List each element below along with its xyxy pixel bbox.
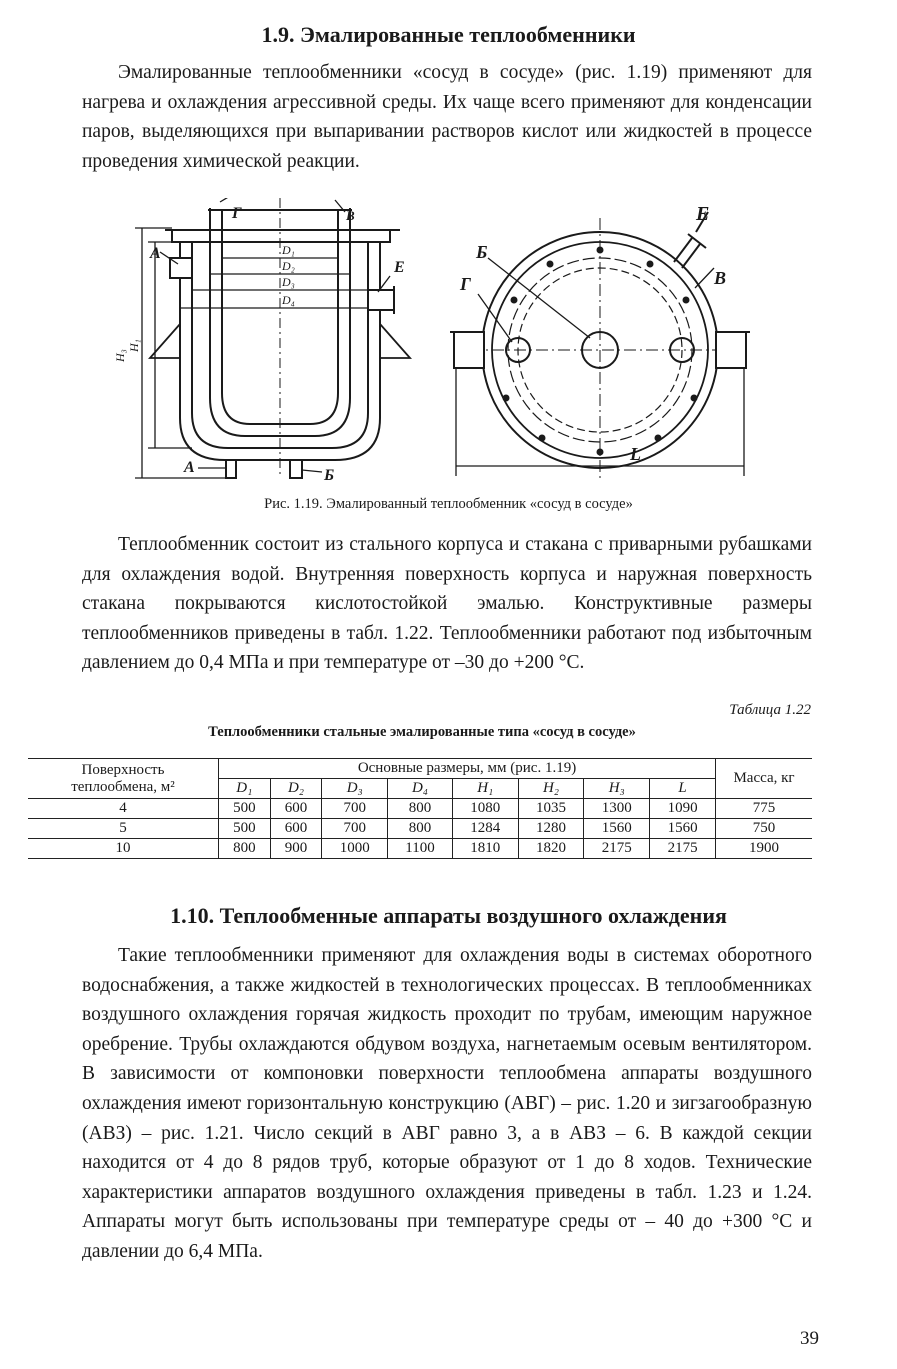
subheader-D4: D₄ xyxy=(387,778,453,799)
label-D2: D₂ xyxy=(281,259,295,273)
table-header-row: Поверхность теплообмена, м² Основные раз… xyxy=(28,758,812,799)
label-B-right: Б xyxy=(475,242,487,262)
figure-1-19: А Г В Е D₁ D₂ D₃ D₄ H₃ H₁ А Б Е Б В Г L xyxy=(113,198,750,484)
paragraph-air-cooling: Такие теплообменники применяют для охлаж… xyxy=(82,941,812,1267)
table-cell: 500 xyxy=(218,818,271,839)
table-cell: 1560 xyxy=(649,818,716,839)
label-D4: D₄ xyxy=(281,293,295,307)
dimensions-table: Поверхность теплообмена, м² Основные раз… xyxy=(28,758,812,859)
table-cell: 5 xyxy=(28,818,219,839)
table-row: 10 800 900 1000 1100 1810 1820 2175 2175… xyxy=(28,838,812,859)
paragraph-intro: Эмалированные теплообменники «сосуд в со… xyxy=(82,58,812,176)
table-cell: 1280 xyxy=(517,818,585,839)
paragraph-construction-text: Теплообменник состоит из стального корпу… xyxy=(82,534,812,674)
page-number: 39 xyxy=(800,1328,819,1349)
table-cell: 800 xyxy=(387,798,453,819)
header-surface: Поверхность теплообмена, м² xyxy=(28,758,219,799)
table-subheader-row: D₁ D₂ D₃ D₄ H₁ H₂ H₃ L xyxy=(28,778,812,799)
table-cell: 800 xyxy=(387,818,453,839)
table-cell: 1000 xyxy=(321,838,389,859)
header-surface-line2: теплообмена, м² xyxy=(71,778,175,795)
label-G: Г xyxy=(231,205,242,222)
label-A-top: А xyxy=(149,245,161,262)
table-cell: 600 xyxy=(269,818,323,839)
label-H1: H₁ xyxy=(127,339,141,353)
table-cell: 750 xyxy=(715,818,812,839)
table-cell: 1090 xyxy=(649,798,716,819)
table-cell: 700 xyxy=(321,818,389,839)
table-row: 4 500 600 700 800 1080 1035 1300 1090 77… xyxy=(28,798,812,819)
table-cell: 2175 xyxy=(649,838,716,859)
table-cell: 1560 xyxy=(583,818,651,839)
subheader-H2: H₂ xyxy=(517,778,585,799)
table-cell: 4 xyxy=(28,798,219,819)
header-dimensions: Основные размеры, мм (рис. 1.19) xyxy=(218,758,716,779)
subheader-D3: D₃ xyxy=(321,778,389,799)
subheader-D1: D₁ xyxy=(218,778,271,799)
table-cell: 2175 xyxy=(583,838,651,859)
label-L: L xyxy=(629,444,641,464)
table-label: Таблица 1.22 xyxy=(729,702,811,718)
table-cell: 775 xyxy=(715,798,812,819)
section-heading-1-9: 1.9. Эмалированные теплообменники xyxy=(261,22,636,47)
table-cell: 600 xyxy=(269,798,323,819)
subheader-L: L xyxy=(649,778,716,799)
table-cell: 10 xyxy=(28,838,219,859)
table-cell: 1080 xyxy=(451,798,519,819)
label-A-bottom: А xyxy=(183,459,195,476)
label-D3: D₃ xyxy=(281,275,295,289)
label-V: В xyxy=(345,208,355,223)
table-title: Теплообменники стальные эмалированные ти… xyxy=(208,724,636,740)
figure-caption: Рис. 1.19. Эмалированный теплообменник «… xyxy=(264,496,633,512)
label-H3: H₃ xyxy=(113,349,127,363)
table-cell: 900 xyxy=(269,838,323,859)
table-cell: 1300 xyxy=(583,798,651,819)
table-row: 5 500 600 700 800 1284 1280 1560 1560 75… xyxy=(28,818,812,839)
subheader-H3: H₃ xyxy=(583,778,651,799)
subheader-H1: H₁ xyxy=(451,778,519,799)
label-E-left: Е xyxy=(393,259,405,276)
table-cell: 1035 xyxy=(517,798,585,819)
vessel-side-view xyxy=(135,198,412,479)
table-cell: 1810 xyxy=(451,838,519,859)
label-G-right: Г xyxy=(459,274,471,294)
table-cell: 500 xyxy=(218,798,271,819)
table-cell: 1820 xyxy=(517,838,585,859)
vessel-top-view xyxy=(450,211,750,478)
table-cell: 700 xyxy=(321,798,389,819)
label-V-right: В xyxy=(713,268,726,288)
header-mass: Масса, кг xyxy=(715,758,812,799)
paragraph-construction: Теплообменник состоит из стального корпу… xyxy=(82,530,812,678)
label-E-right: Е xyxy=(695,203,709,225)
header-surface-line1: Поверхность xyxy=(81,761,165,778)
paragraph-air-cooling-text: Такие теплообменники применяют для охлаж… xyxy=(82,945,812,1262)
label-B-left: Б xyxy=(323,467,334,484)
subheader-D2: D₂ xyxy=(269,778,323,799)
table-cell: 1284 xyxy=(451,818,519,839)
section-heading-1-10: 1.10. Теплообменные аппараты воздушного … xyxy=(170,903,727,928)
table-cell: 800 xyxy=(218,838,271,859)
table-cell: 1100 xyxy=(387,838,453,859)
paragraph-intro-text: Эмалированные теплообменники «сосуд в со… xyxy=(82,62,812,172)
table-cell: 1900 xyxy=(715,838,812,859)
label-D1: D₁ xyxy=(281,243,295,257)
